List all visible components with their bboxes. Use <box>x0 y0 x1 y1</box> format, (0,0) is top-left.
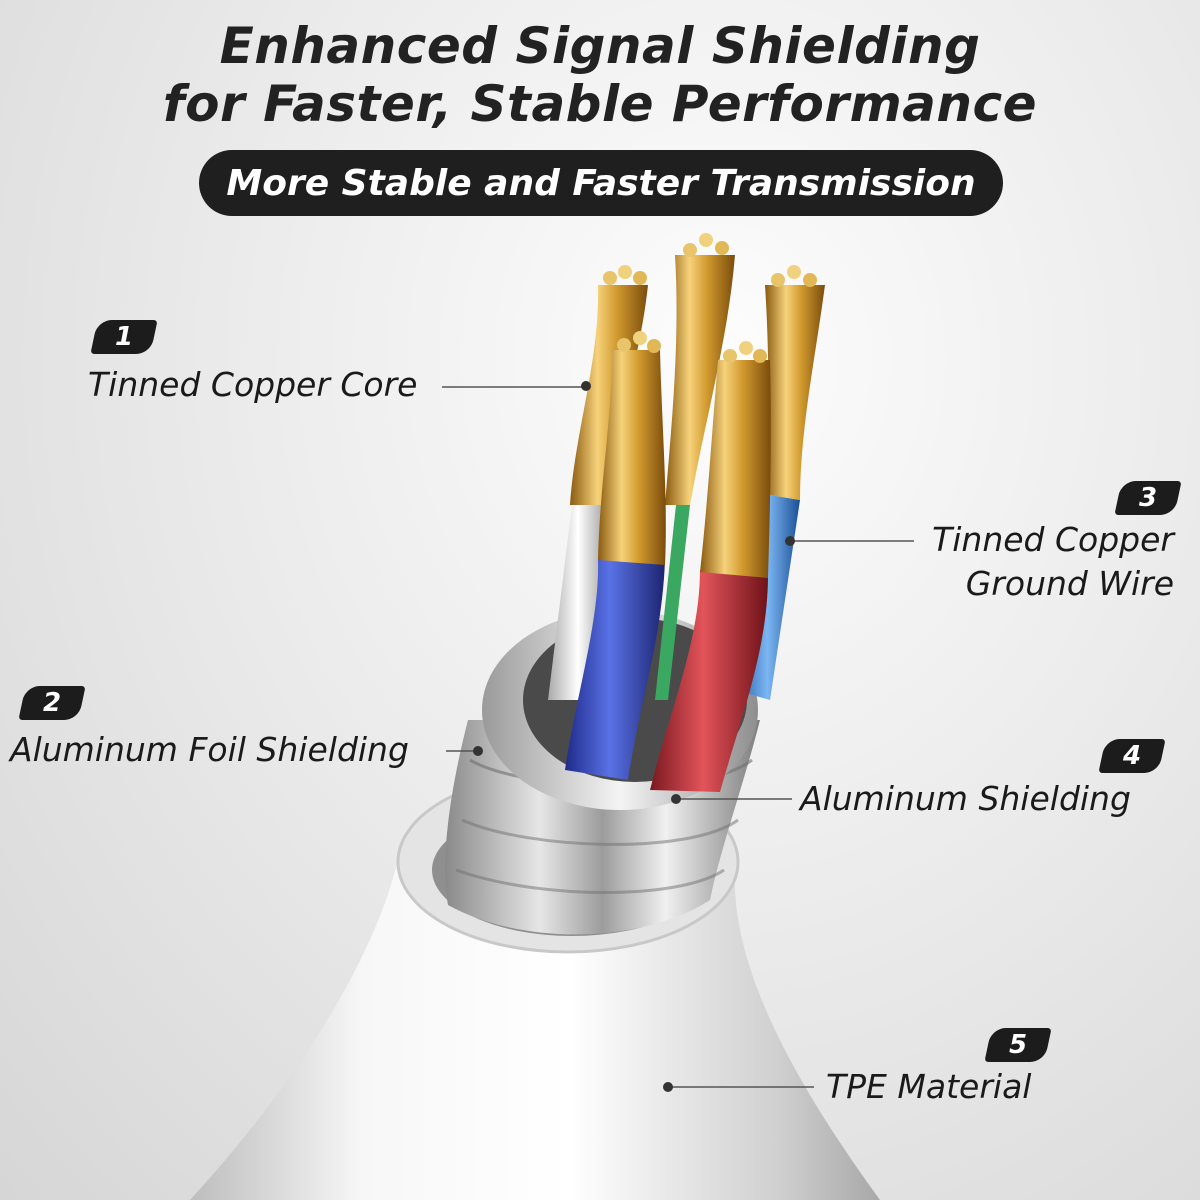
callout-3-label-line-1: Tinned Copper <box>932 520 1174 559</box>
callout-4-label: Aluminum Shielding <box>800 779 1131 818</box>
callout-1-label: Tinned Copper Core <box>88 365 418 404</box>
callout-1-badge: 1 <box>90 320 158 354</box>
callout-leaders <box>442 381 914 1092</box>
banner-text: More Stable and Faster Transmission <box>226 162 976 204</box>
headline-line-2: for Faster, Stable Performance <box>162 75 1038 133</box>
callout-5-label: TPE Material <box>826 1067 1032 1106</box>
callout-2-number: 2 <box>42 688 62 718</box>
callout-2-label: Aluminum Foil Shielding <box>10 730 409 769</box>
callout-1-number: 1 <box>114 322 134 352</box>
callout-4-badge: 4 <box>1098 739 1166 773</box>
callout-3-number: 3 <box>1138 483 1158 513</box>
insulated-wires <box>548 495 800 792</box>
callout-5-badge: 5 <box>984 1028 1052 1062</box>
callout-5-number: 5 <box>1008 1030 1028 1060</box>
callout-3-badge: 3 <box>1114 481 1182 515</box>
banner-pill: More Stable and Faster Transmission <box>199 150 1003 216</box>
tinned-copper-strands <box>570 233 825 578</box>
headline-line-1: Enhanced Signal Shielding <box>219 17 981 75</box>
callout-3-label-line-2: Ground Wire <box>965 564 1174 603</box>
callout-4-number: 4 <box>1122 741 1142 771</box>
callout-2-badge: 2 <box>18 686 86 720</box>
